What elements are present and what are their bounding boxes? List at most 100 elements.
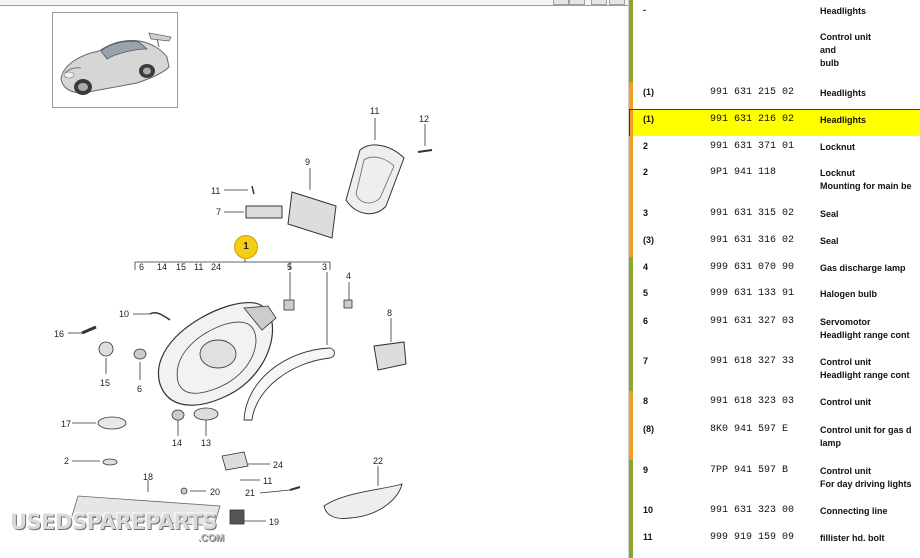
assembly-include-14: 14	[157, 262, 168, 272]
row-marker	[629, 230, 633, 257]
row-qty: (3)	[643, 235, 654, 245]
toolbar-button[interactable]	[553, 0, 569, 5]
row-description: Control unit	[820, 396, 871, 409]
callout-8[interactable]: 8	[387, 308, 393, 318]
assembly-badge[interactable]: 1	[234, 235, 258, 259]
table-row[interactable]: 2 991 631 371 01 Locknut	[629, 136, 920, 163]
row-part-number[interactable]: 7PP 941 597 B	[710, 465, 789, 476]
table-row[interactable]: 4 999 631 070 90 Gas discharge lamp	[629, 257, 920, 284]
row-part-number[interactable]: 991 618 323 03	[710, 396, 795, 407]
row-marker	[629, 283, 633, 311]
parts-diagram[interactable]: 11 12 9 11 7 1 6 14 15 11 24 5 3 4 8 10 …	[0, 0, 628, 558]
toolbar-button[interactable]	[591, 0, 607, 5]
row-part-number[interactable]: 991 631 371 01	[710, 141, 795, 152]
row-part-number[interactable]: 999 919 159 09	[710, 532, 795, 543]
row-qty: (1)	[643, 87, 654, 97]
row-part-number[interactable]: 991 631 216 02	[710, 114, 795, 125]
row-part-number[interactable]: 991 631 215 02	[710, 87, 795, 98]
description-line: Control unit	[820, 397, 871, 407]
callout-19[interactable]: 18	[143, 472, 154, 482]
row-part-number[interactable]: 999 631 133 91	[710, 288, 795, 299]
callout-6[interactable]: 6	[137, 384, 143, 394]
row-qty: (8)	[643, 424, 654, 434]
callout-14[interactable]: 13	[201, 438, 212, 448]
car-illustration	[60, 32, 172, 95]
row-part-number[interactable]: 999 631 070 90	[710, 262, 795, 273]
callout-2[interactable]: 2	[64, 456, 70, 466]
row-qty: 2	[643, 167, 649, 177]
row-qty: 8	[643, 396, 649, 406]
description-line: Headlight range cont	[820, 330, 910, 340]
callout-18[interactable]: 17	[61, 419, 72, 429]
callout-21[interactable]: 20	[210, 487, 221, 497]
description-line: Headlights	[820, 6, 867, 16]
row-description: Seal	[820, 235, 839, 248]
callout-12[interactable]: 11	[370, 106, 380, 116]
toolbar-button[interactable]	[609, 0, 625, 5]
row-part-number[interactable]: 991 631 315 02	[710, 208, 795, 219]
table-row[interactable]: (1) 991 631 216 02 Headlights	[629, 109, 920, 137]
table-row[interactable]: 8 991 618 323 03 Control unit	[629, 391, 920, 420]
callout-3[interactable]: 3	[322, 262, 328, 272]
row-part-number[interactable]: 991 631 323 00	[710, 505, 795, 516]
row-marker	[629, 136, 633, 162]
row-qty: 4	[643, 262, 649, 272]
table-row[interactable]: (3) 991 631 316 02 Seal	[629, 230, 920, 258]
row-marker	[629, 419, 633, 460]
description-line: Control unit	[820, 466, 871, 476]
callout-13[interactable]: 12	[419, 114, 430, 124]
row-description: Locknut	[820, 141, 855, 154]
row-part-number[interactable]: 991 618 327 33	[710, 356, 795, 367]
row-part-number[interactable]: 991 631 316 02	[710, 235, 795, 246]
row-qty: 2	[643, 141, 649, 151]
callout-17[interactable]: 16	[54, 329, 65, 339]
callout-11[interactable]: 11	[211, 186, 221, 196]
callout-4[interactable]: 4	[346, 271, 352, 281]
description-line: Gas discharge lamp	[820, 263, 906, 273]
callout-15[interactable]: 14	[172, 438, 183, 448]
row-part-number[interactable]: 8K0 941 597 E	[710, 424, 789, 435]
row-part-number[interactable]: 991 631 327 03	[710, 316, 795, 327]
description-line: Headlights	[820, 115, 867, 125]
callout-20[interactable]: 19	[269, 517, 280, 527]
vehicle-thumbnail	[52, 12, 178, 108]
row-marker	[629, 82, 633, 109]
callout-22[interactable]: 21	[245, 488, 256, 498]
row-qty: (1)	[643, 114, 654, 124]
watermark-suffix: .COM	[198, 533, 225, 544]
assembly-include-24: 24	[211, 262, 222, 272]
row-description: fillister hd. bolt	[820, 532, 885, 545]
description-line: and	[820, 45, 837, 55]
callout-5[interactable]: 5	[287, 262, 293, 272]
callout-16[interactable]: 15	[100, 378, 111, 388]
callout-24[interactable]: 24	[273, 460, 284, 470]
description-line: bulb	[820, 58, 839, 68]
assembly-include-11: 11	[194, 262, 204, 272]
row-marker	[629, 311, 633, 351]
callout-11b[interactable]: 11	[263, 476, 273, 486]
row-part-number[interactable]: 9P1 941 118	[710, 167, 777, 178]
callout-10[interactable]: 10	[119, 309, 130, 319]
description-line: Control unit	[820, 357, 871, 367]
callout-9[interactable]: 9	[305, 157, 311, 167]
row-qty: 7	[643, 356, 649, 366]
callout-23[interactable]: 22	[373, 456, 384, 466]
toolbar-button[interactable]	[569, 0, 585, 5]
callout-7[interactable]: 7	[216, 207, 222, 217]
watermark-logo: USEDSPAREPARTS .COM	[10, 502, 225, 548]
description-line: Locknut	[820, 168, 855, 178]
row-qty: -	[643, 5, 646, 15]
